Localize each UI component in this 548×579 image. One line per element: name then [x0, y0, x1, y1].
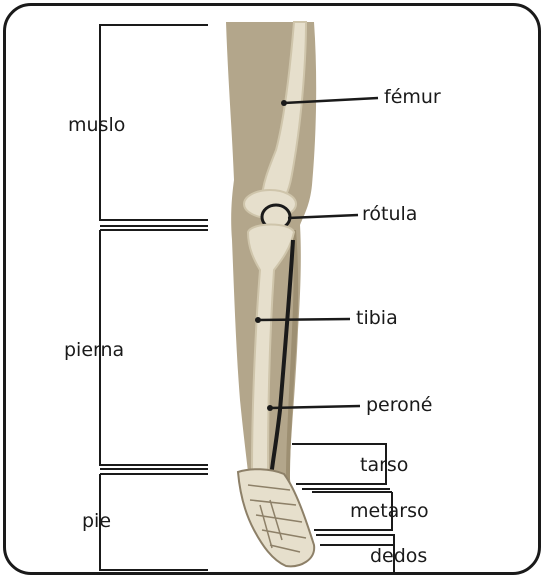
leader-perone-dot — [267, 405, 273, 411]
bone-label-dedos: dedos — [370, 547, 427, 566]
bone-label-metarso: metarso — [350, 502, 429, 521]
region-label-pie: pie — [82, 512, 111, 531]
bone-label-tarso: tarso — [360, 456, 408, 475]
bone-label-perone: peroné — [366, 396, 433, 415]
leader-femur-dot — [281, 100, 287, 106]
bone-label-rotula: rótula — [362, 205, 417, 224]
leader-tibia — [258, 319, 350, 320]
leader-tibia-dot — [255, 317, 261, 323]
bone-label-femur: fémur — [384, 88, 441, 107]
bracket-pie — [100, 474, 208, 570]
bone-label-tibia: tibia — [356, 309, 398, 328]
region-label-pierna: pierna — [64, 341, 124, 360]
region-label-muslo: muslo — [68, 116, 125, 135]
